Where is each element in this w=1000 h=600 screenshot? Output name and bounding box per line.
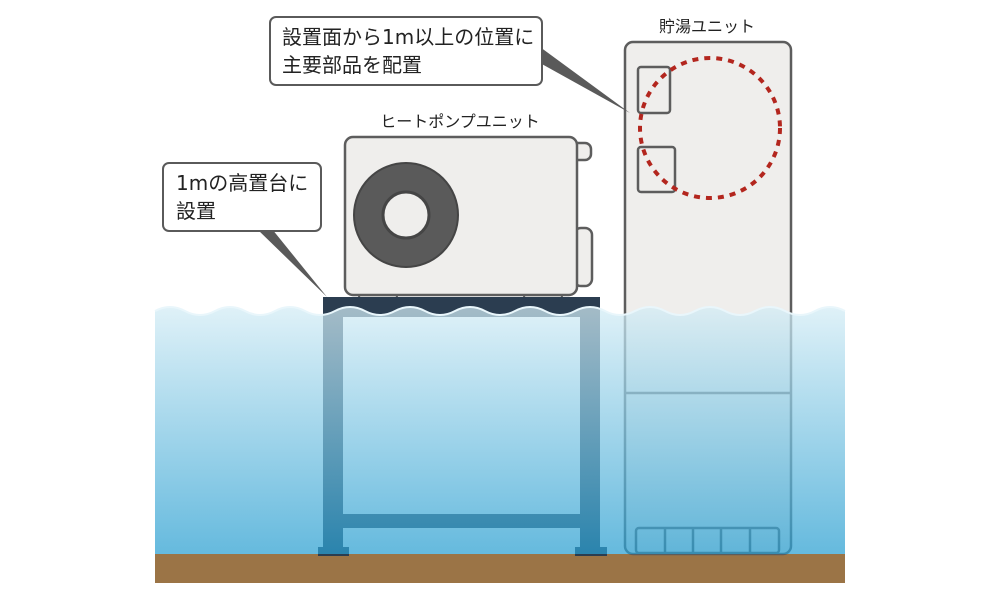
flood-water (155, 307, 845, 554)
callout-left-line1: 1mの高置台に (176, 171, 308, 195)
heat-pump-unit (343, 135, 594, 304)
callout-top-line2: 主要部品を配置 (282, 53, 422, 77)
callout-top-pointer (540, 47, 630, 113)
tank-component-upper (636, 65, 672, 115)
main-components-highlight-circle (638, 56, 782, 200)
callout-left-line2: 設置 (176, 199, 216, 223)
heat-pump-label: ヒートポンプユニット (380, 112, 540, 131)
water-surface-line (154, 306, 846, 316)
callout-left-box (162, 162, 322, 232)
callout-top-line1: 設置面から1m以上の位置に (282, 25, 534, 49)
callout-main-components: 設置面から1m以上の位置に 主要部品を配置 (269, 16, 630, 113)
callout-raised-stand: 1mの高置台に 設置 (162, 162, 327, 297)
callout-top-box (269, 16, 543, 86)
tank-label: 貯湯ユニット (659, 17, 755, 36)
ground (155, 554, 845, 583)
fan-hub (381, 190, 431, 240)
callout-left-pointer (257, 229, 327, 297)
heat-pump-fitting-top (574, 141, 593, 162)
